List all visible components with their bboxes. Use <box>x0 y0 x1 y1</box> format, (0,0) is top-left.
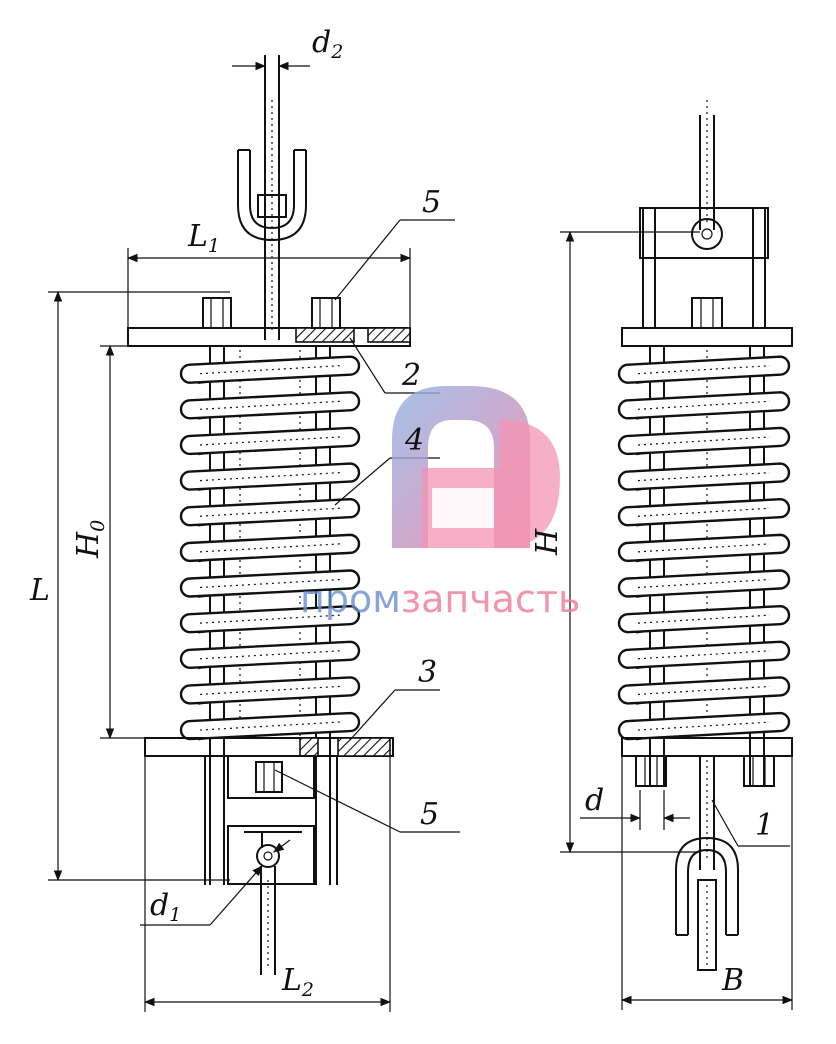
label-H: H <box>530 528 565 556</box>
label-B: B <box>721 963 744 998</box>
spring-coil-centerline <box>637 721 771 731</box>
top-rod-right <box>699 100 715 230</box>
spring-coil-centerline <box>637 400 771 410</box>
lower-frame-left <box>204 755 338 885</box>
label-part-5-top: 5 <box>422 185 441 220</box>
top-clevis-left <box>237 149 307 242</box>
spring-coil-centerline <box>637 507 771 517</box>
leader-5-bottom <box>274 769 460 833</box>
spring-coil-centerline <box>637 578 771 589</box>
label-part-2: 2 <box>401 358 421 393</box>
upper-frame-right <box>639 207 769 328</box>
top-plate-left <box>127 327 411 347</box>
dim-H <box>560 230 700 854</box>
label-L: L <box>29 573 50 608</box>
label-d: d <box>585 783 604 818</box>
label-part-3: 3 <box>418 655 437 690</box>
dim-d <box>580 790 690 830</box>
leader-3 <box>349 689 440 741</box>
watermark-text: промзапчасть <box>300 577 580 621</box>
spring-coil-centerline <box>637 614 771 624</box>
labels: d2 L1 L H0 H d1 L2 d B 1 2 3 4 5 5 <box>29 25 774 1001</box>
spring-coil-centerline <box>637 650 771 660</box>
top-bolt-right <box>691 297 723 329</box>
spring-coil <box>179 676 361 705</box>
bottom-rod-right <box>699 756 715 870</box>
spring-coil <box>179 569 361 598</box>
dim-L1 <box>126 248 412 330</box>
watermark-logo: промзапчасть <box>300 386 580 621</box>
dim-B <box>620 756 794 1010</box>
dim-d1 <box>140 839 291 926</box>
spring-coil <box>179 711 361 741</box>
label-L2: L2 <box>281 963 314 1001</box>
spring-coil <box>179 426 361 456</box>
spring-coil-centerline <box>637 365 771 375</box>
spring-coil-centerline <box>637 472 771 482</box>
top-plate-right <box>621 327 793 347</box>
right-view <box>560 100 794 1010</box>
top-rod-left <box>264 55 280 340</box>
label-d2: d2 <box>312 25 343 63</box>
dim-L <box>48 290 230 882</box>
leader-5-top <box>334 219 455 301</box>
spring-coil-centerline <box>637 543 771 553</box>
spring-coil <box>179 462 361 491</box>
label-part-5-bottom: 5 <box>420 797 439 832</box>
label-part-1: 1 <box>755 808 774 843</box>
bottom-plate-right <box>621 737 793 757</box>
label-d1: d1 <box>150 888 181 926</box>
bottom-rod-left <box>260 866 276 975</box>
bottom-plate-left <box>144 737 394 757</box>
spring-coil <box>179 604 361 634</box>
spring-coil <box>179 391 361 420</box>
bottom-clevis-right <box>675 836 739 971</box>
label-H0: H0 <box>71 520 109 559</box>
spring-coil <box>179 533 361 563</box>
spring-right <box>617 355 791 741</box>
spring-left <box>179 355 361 741</box>
left-view <box>48 55 460 1012</box>
spring-coil-centerline <box>637 436 771 446</box>
label-L1: L1 <box>187 219 220 257</box>
spring-coil <box>179 640 361 669</box>
dim-L2 <box>143 756 392 1012</box>
bottom-bolts-right <box>635 755 775 787</box>
spring-coil-centerline <box>637 685 771 696</box>
spring-coil <box>179 498 361 527</box>
spring-coil <box>179 355 361 384</box>
label-part-4: 4 <box>404 423 424 458</box>
leader-1 <box>711 799 790 847</box>
top-bolts-left <box>202 297 341 329</box>
dim-H0 <box>100 344 185 740</box>
